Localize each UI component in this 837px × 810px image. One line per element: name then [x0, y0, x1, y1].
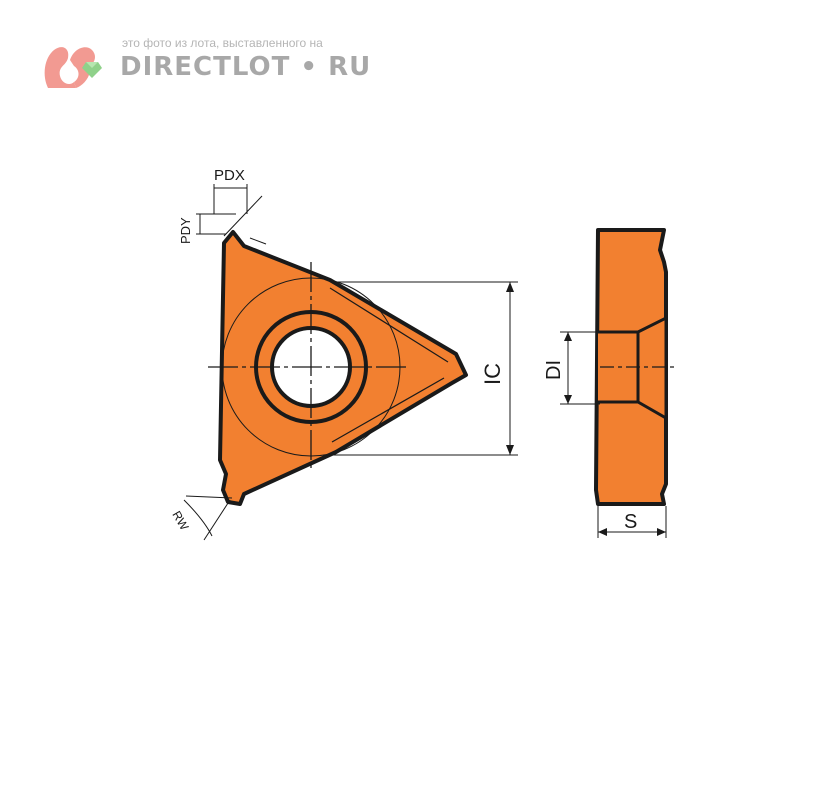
watermark-brand-right: RU: [328, 52, 372, 82]
insert-top-view: [208, 230, 468, 506]
di-label: DI: [543, 360, 565, 380]
pdx-pdy-dimension: PDX PDY: [178, 167, 267, 245]
pdy-label: PDY: [178, 217, 193, 244]
side-view-hole: [598, 315, 668, 421]
insert-side-view: [594, 228, 674, 506]
s-dimension: S: [597, 506, 667, 538]
ic-dimension: IC: [330, 281, 518, 456]
ic-label: IC: [480, 363, 505, 385]
watermark-brand: DIRECTLOT • RU: [120, 52, 371, 82]
squirrel-logo-icon: [44, 47, 102, 88]
di-dimension: DI: [543, 331, 600, 405]
watermark-brand-dot: •: [300, 52, 319, 82]
pdx-label: PDX: [214, 167, 245, 184]
rw-label: RW: [169, 509, 191, 534]
watermark: это фото из лота, выставленного на DIREC…: [40, 36, 370, 96]
watermark-caption: это фото из лота, выставленного на: [122, 36, 323, 50]
watermark-brand-left: DIRECTLOT: [120, 52, 291, 82]
rw-dimension: RW: [169, 495, 233, 541]
s-label: S: [624, 511, 637, 533]
